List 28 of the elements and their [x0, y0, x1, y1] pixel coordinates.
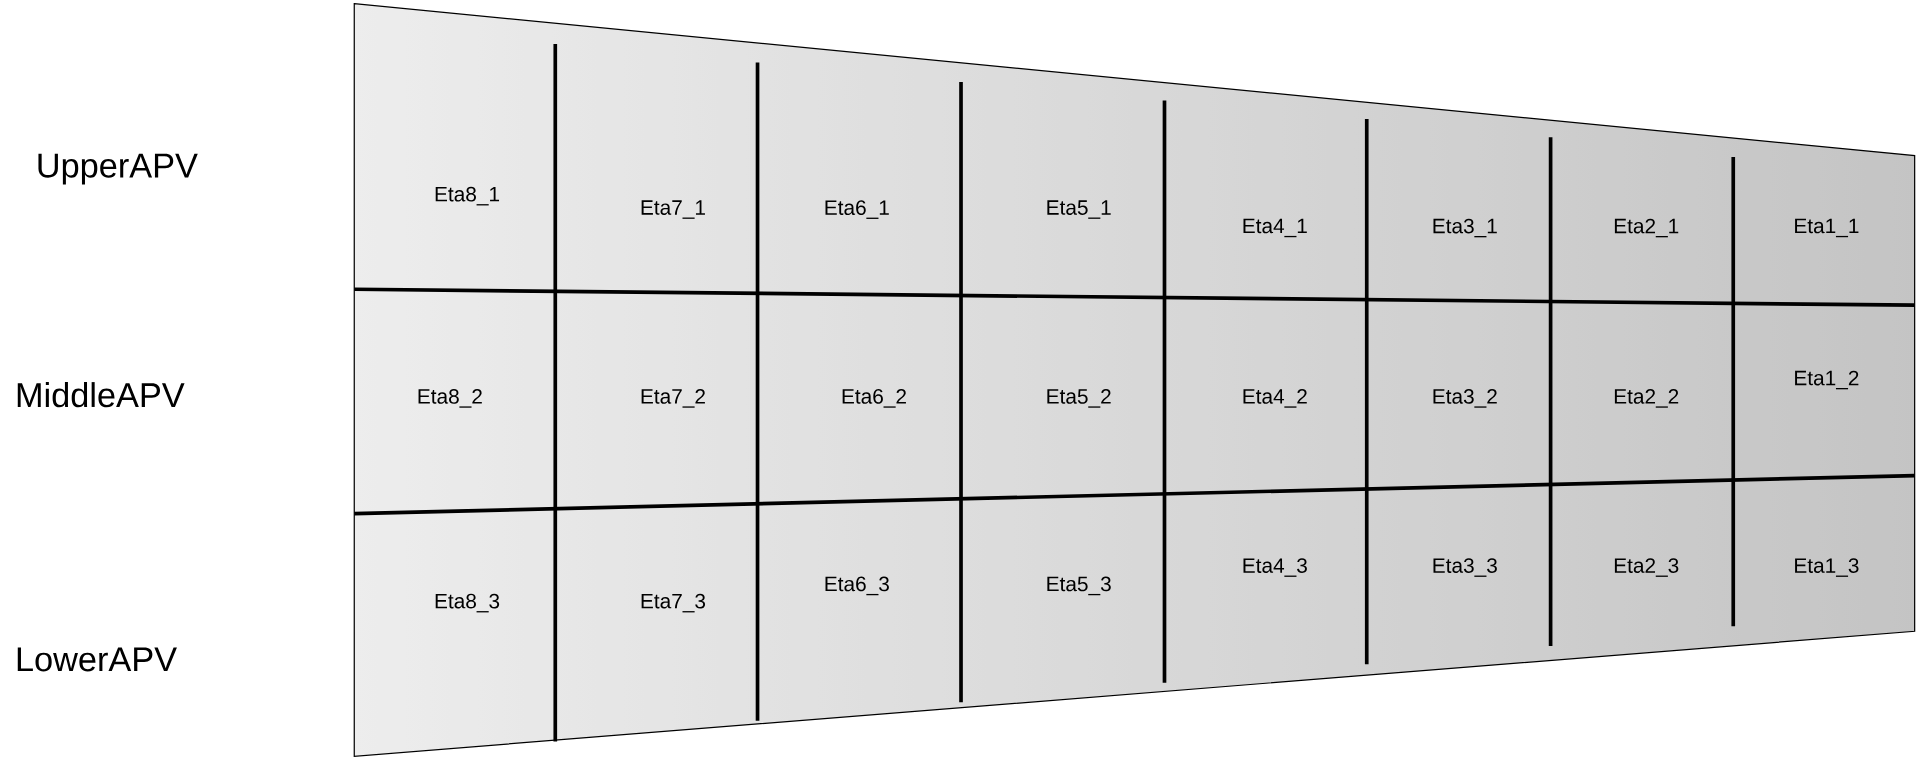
cell-label: Eta6_1 [825, 200, 889, 220]
cell-label: Eta6_2 [842, 389, 906, 408]
row-label: LowerAPV [17, 647, 177, 672]
cell-label: Eta2_2 [1614, 389, 1679, 408]
cell-label: Eta7_1 [641, 200, 705, 220]
cell-label: Eta3_1 [1433, 218, 1497, 238]
cell-label: Eta3_2 [1433, 389, 1497, 408]
cell-label: Eta4_1 [1243, 218, 1307, 238]
cell-label: Eta2_1 [1614, 218, 1679, 238]
cell-label: Eta4_3 [1243, 558, 1307, 578]
cell-label: Eta8_2 [418, 389, 482, 408]
row-label: UpperAPV [38, 154, 198, 185]
cell-label: Eta2_3 [1614, 558, 1679, 578]
cell-label: Eta6_3 [825, 576, 889, 596]
cell-label: Eta5_2 [1047, 389, 1111, 408]
cell-label: Eta1_3 [1795, 558, 1859, 578]
cell-label: Eta7_2 [641, 389, 705, 408]
cell-label: Eta7_3 [641, 593, 706, 613]
cell-label: Eta1_1 [1795, 218, 1859, 238]
cell-label: Eta5_3 [1047, 576, 1111, 596]
cell-label: Eta4_2 [1243, 389, 1307, 408]
row-label: MiddleAPV [17, 382, 185, 408]
trapezoid-panel [353, 3, 1916, 758]
cell-label: Eta3_3 [1433, 558, 1497, 578]
cell-label: Eta8_3 [435, 593, 500, 613]
cell-label: Eta1_2 [1795, 370, 1859, 390]
cell-label: Eta8_1 [435, 187, 500, 206]
cell-label: Eta5_1 [1047, 200, 1111, 220]
